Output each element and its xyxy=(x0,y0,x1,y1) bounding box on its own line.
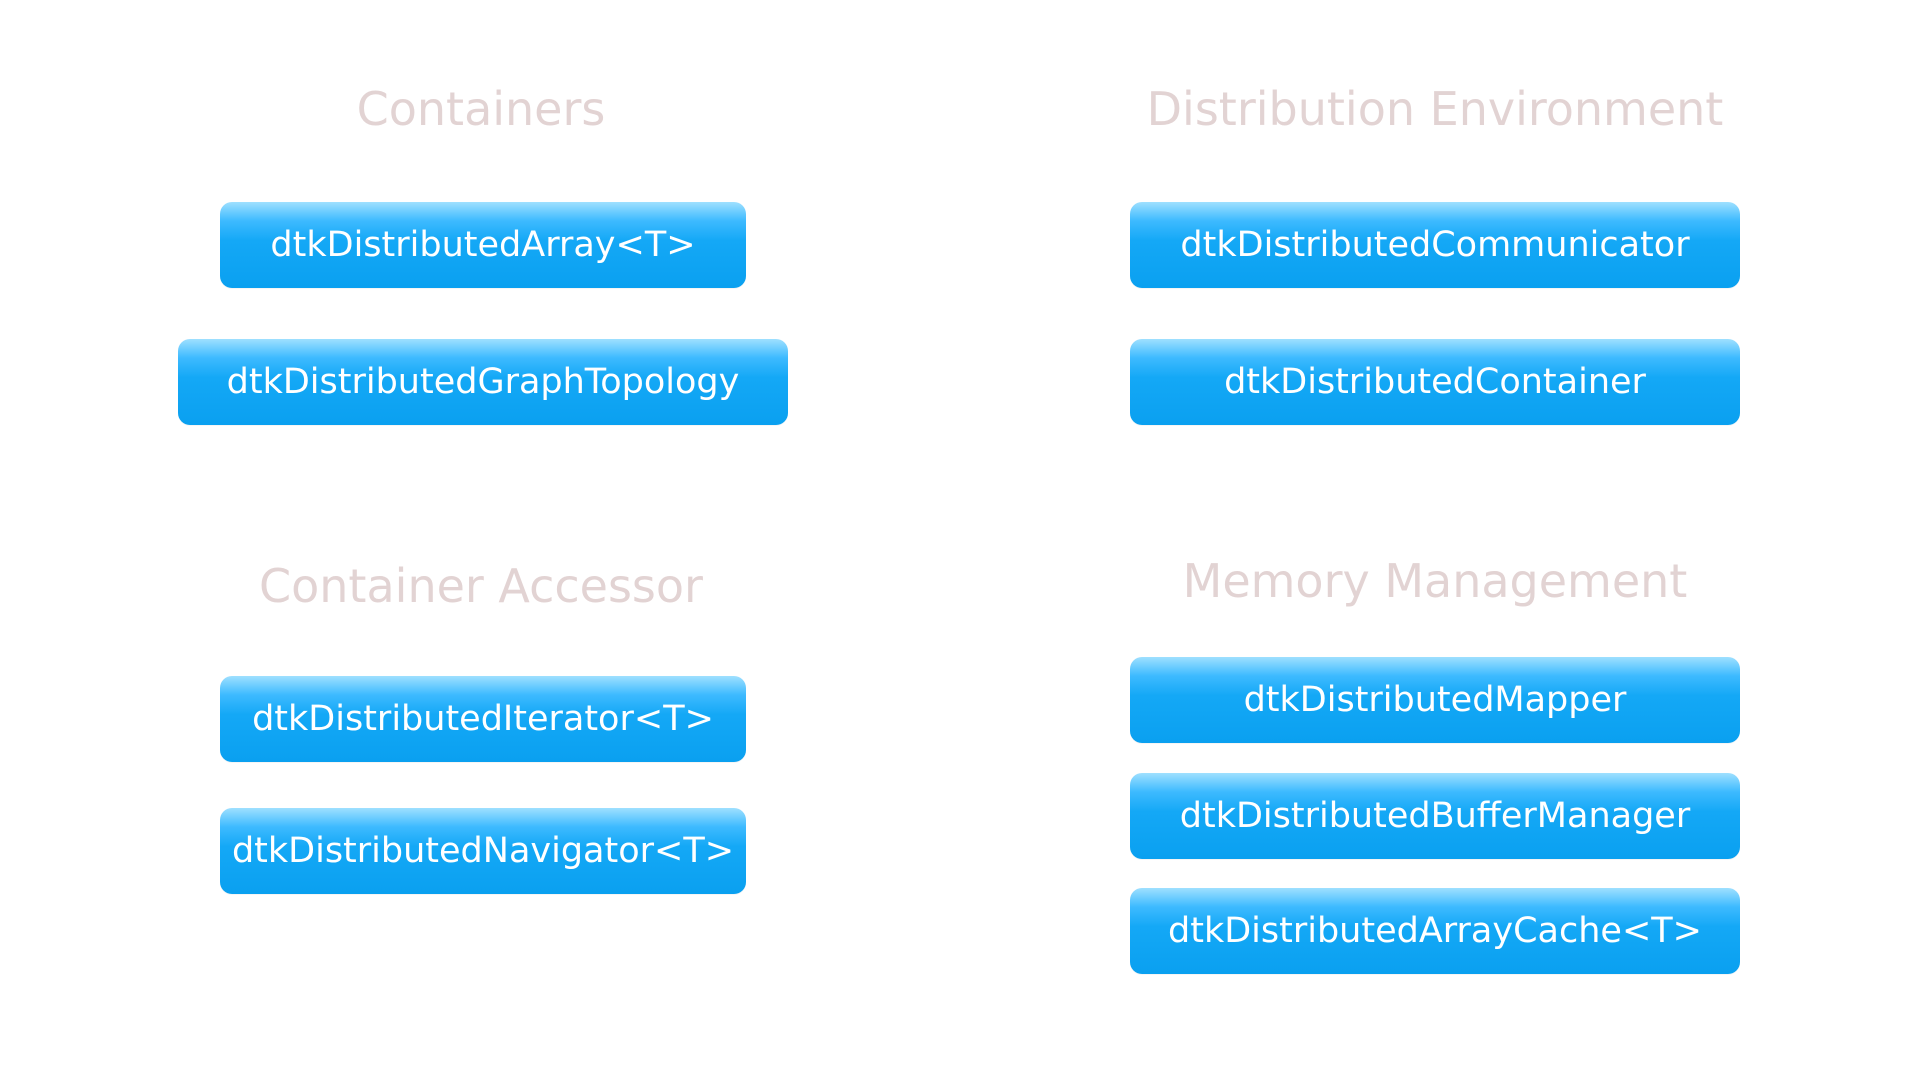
node-dtk-distributed-mapper[interactable]: dtkDistributedMapper xyxy=(1130,657,1740,743)
node-dtk-distributed-buffer-manager[interactable]: dtkDistributedBufferManager xyxy=(1130,773,1740,859)
node-dtk-distributed-iterator[interactable]: dtkDistributedIterator<T> xyxy=(220,676,746,762)
node-dtk-distributed-container[interactable]: dtkDistributedContainer xyxy=(1130,339,1740,425)
node-dtk-distributed-array[interactable]: dtkDistributedArray<T> xyxy=(220,202,746,288)
memory-management-heading: Memory Management xyxy=(1182,554,1688,608)
node-dtk-distributed-navigator[interactable]: dtkDistributedNavigator<T> xyxy=(220,808,746,894)
container-accessor-heading: Container Accessor xyxy=(259,559,703,613)
node-dtk-distributed-array-cache[interactable]: dtkDistributedArrayCache<T> xyxy=(1130,888,1740,974)
node-dtk-distributed-communicator[interactable]: dtkDistributedCommunicator xyxy=(1130,202,1740,288)
node-dtk-distributed-graph-topology[interactable]: dtkDistributedGraphTopology xyxy=(178,339,788,425)
containers-heading: Containers xyxy=(356,82,606,136)
distribution-environment-heading: Distribution Environment xyxy=(1146,82,1724,136)
